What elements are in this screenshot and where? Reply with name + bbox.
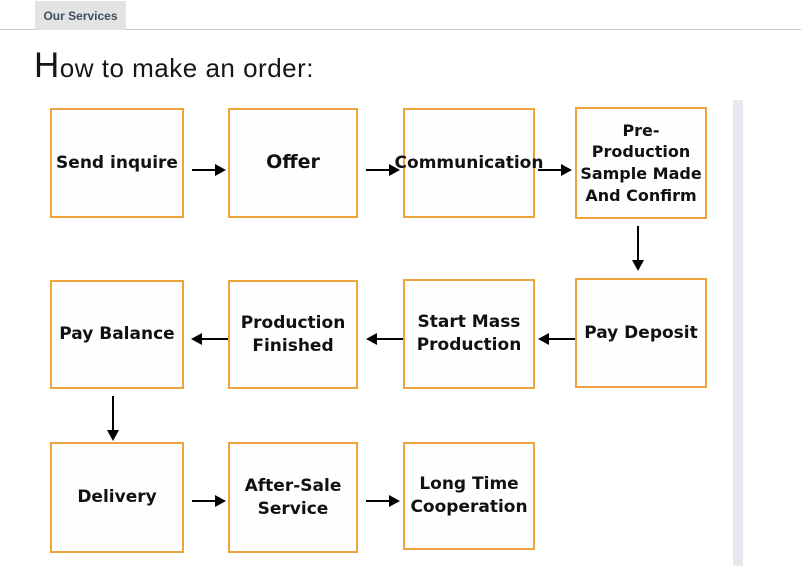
flow-box-start-mass-production: Start Mass Production (403, 279, 535, 389)
arrow-right-icon (192, 164, 226, 176)
flow-box-send-inquire: Send inquire (50, 108, 184, 218)
arrow-right-icon (538, 164, 572, 176)
order-flowchart: Send inquire Offer Communication Pre-Pro… (0, 90, 801, 566)
arrow-right-icon (192, 495, 226, 507)
flow-box-production-finished: Production Finished (228, 280, 358, 389)
flow-box-after-sale-service: After-Sale Service (228, 442, 358, 553)
arrow-left-icon (538, 333, 575, 345)
flow-box-delivery: Delivery (50, 442, 184, 553)
tab-our-services[interactable]: Our Services (35, 1, 126, 30)
page-title: How to make an order: (34, 46, 315, 85)
arrow-right-icon (366, 164, 400, 176)
flow-box-communication: Communication (395, 108, 543, 218)
flow-box-pre-production-sample: Pre-Production Sample Made And Confirm (575, 107, 707, 219)
arrow-down-icon (632, 226, 644, 271)
arrow-left-icon (366, 333, 403, 345)
flow-box-offer: Offer (228, 108, 358, 218)
right-edge-strip (733, 100, 743, 566)
flow-box-pay-deposit: Pay Deposit (575, 278, 707, 388)
arrow-left-icon (191, 333, 228, 345)
tab-bar: Our Services (0, 0, 801, 30)
flow-box-pay-balance: Pay Balance (50, 280, 184, 389)
arrow-down-icon (107, 396, 119, 441)
arrow-right-icon (366, 495, 400, 507)
flow-box-long-time-cooperation: Long Time Cooperation (403, 442, 535, 550)
